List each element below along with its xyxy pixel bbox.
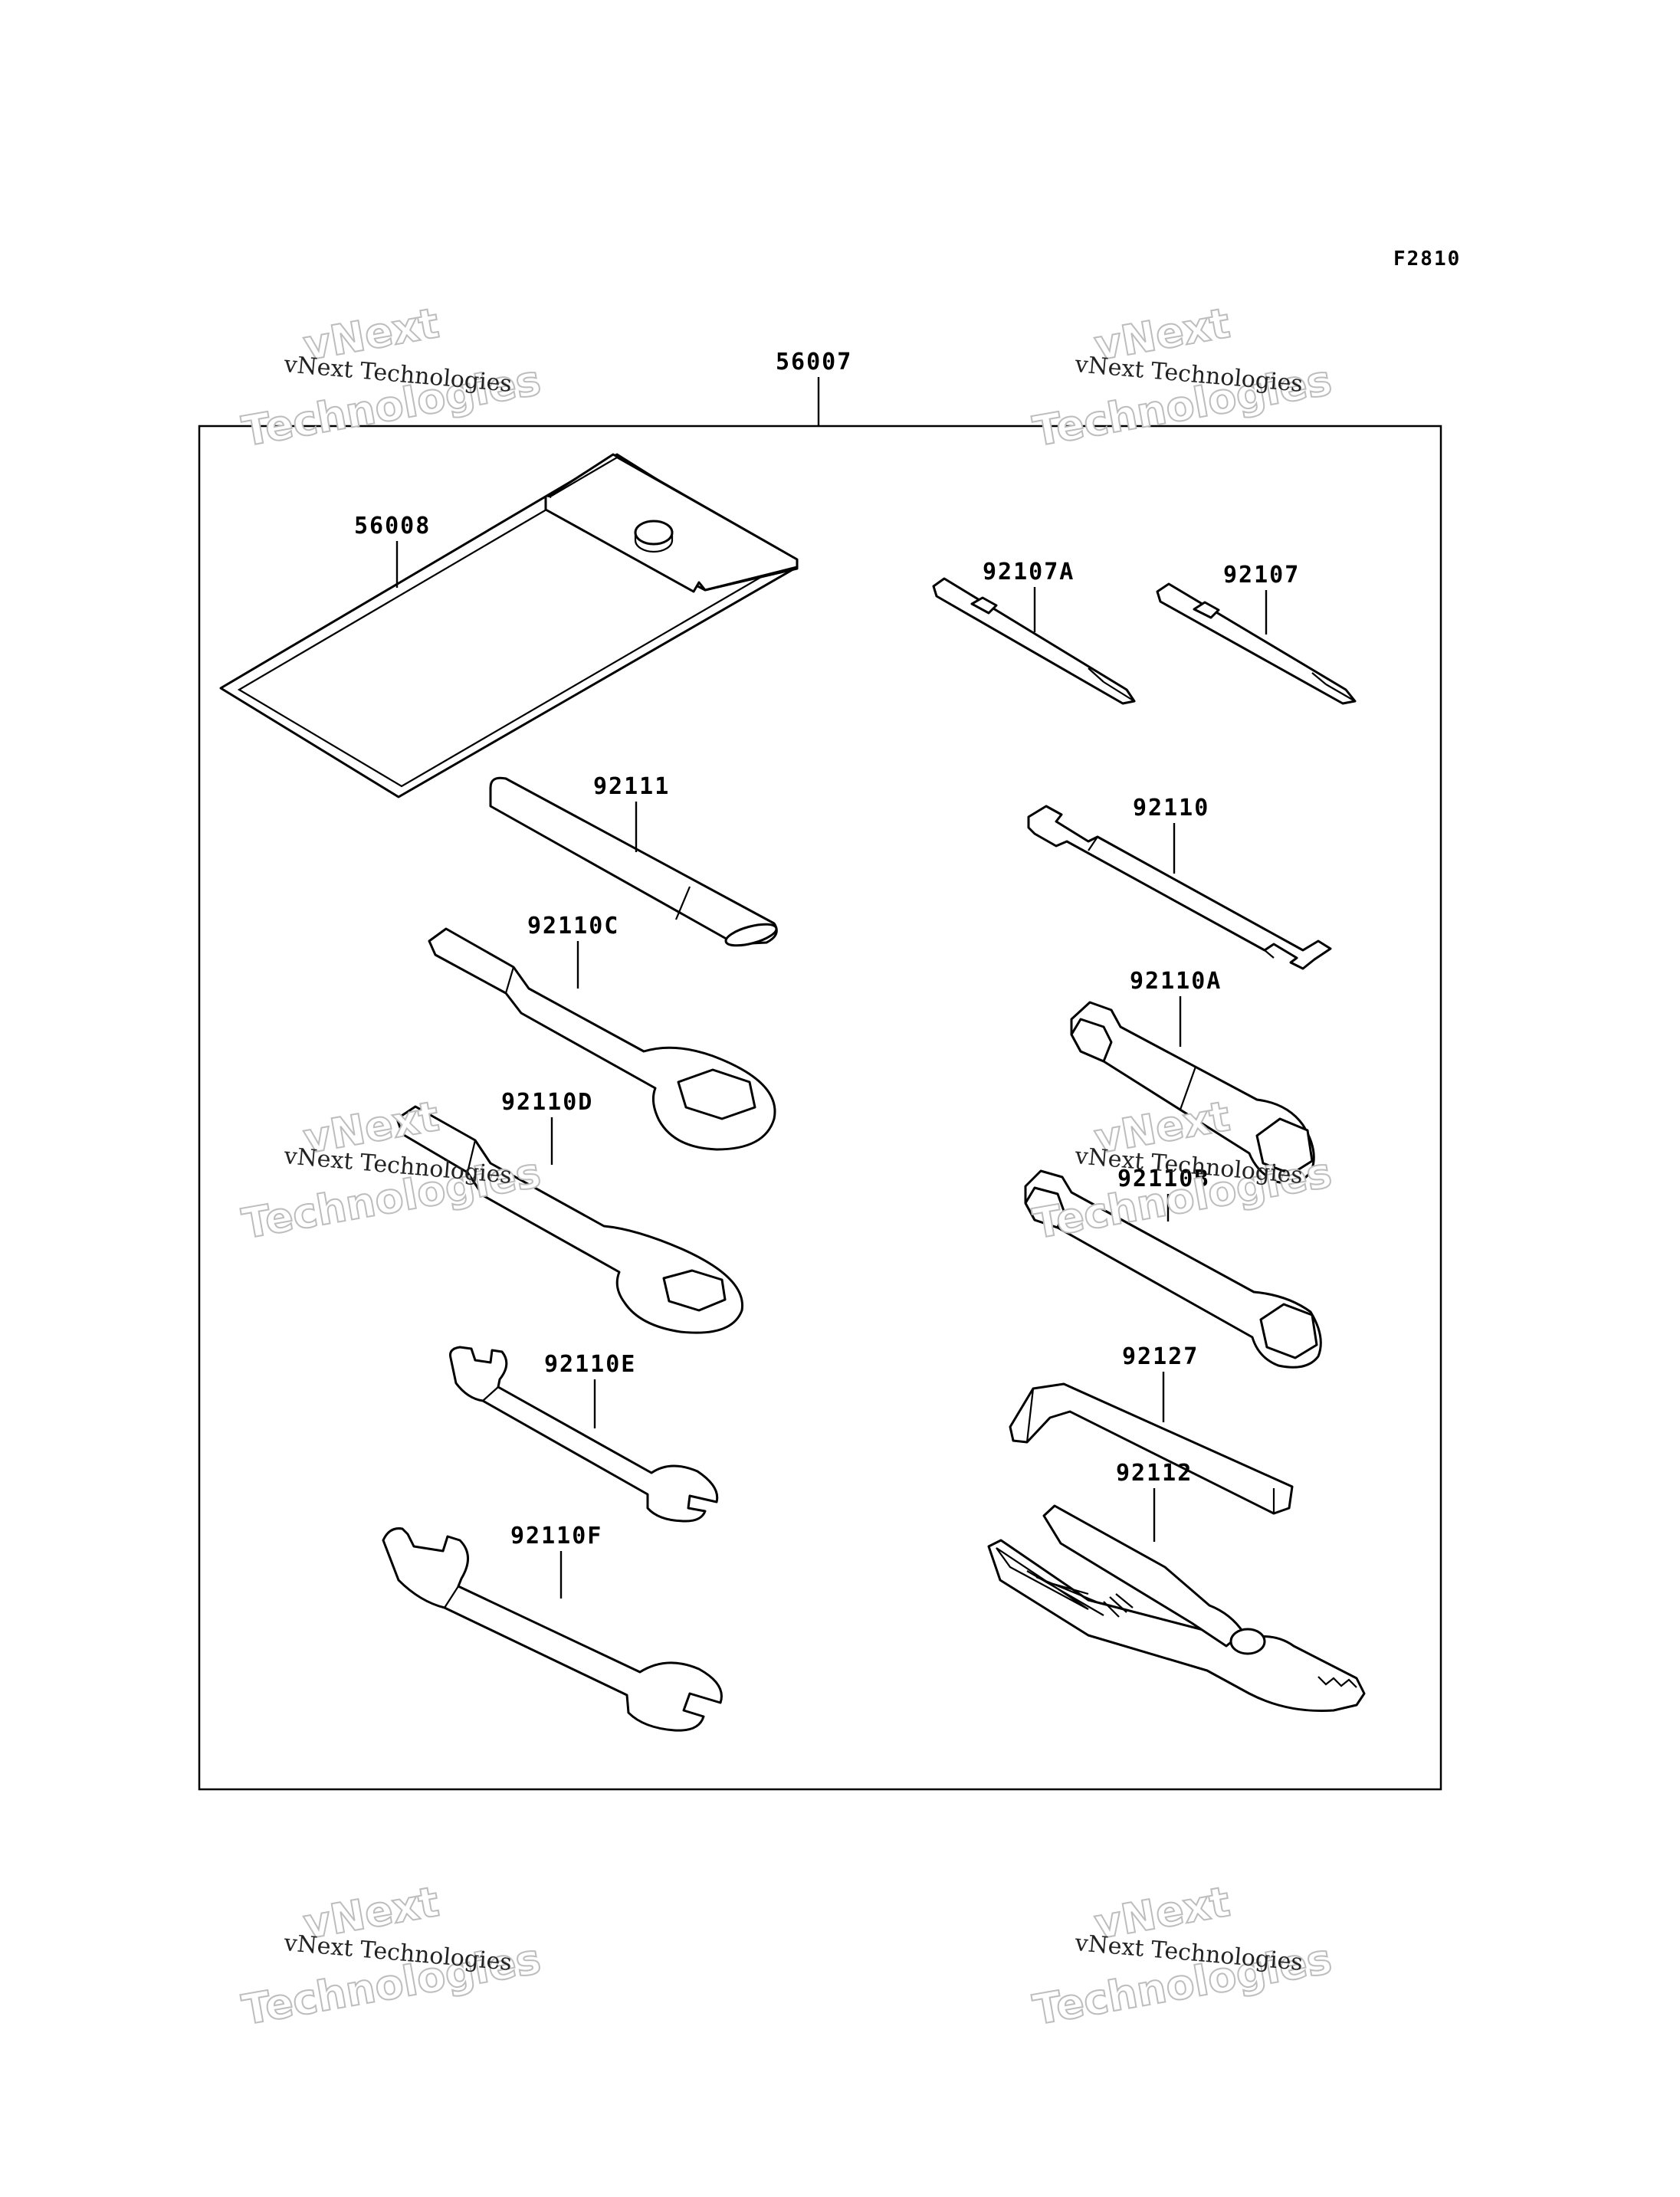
- screwdriver-92107-drawing: [1156, 582, 1357, 705]
- tool-pouch-drawing: [219, 453, 799, 798]
- hex-key-92127-drawing: [1009, 1382, 1294, 1515]
- kit-frame: [198, 425, 1442, 1791]
- box-wrench-92110d-drawing: [395, 1105, 744, 1334]
- screwdriver-92107a-drawing: [932, 577, 1136, 705]
- watermark-top-right: vNext Technologies vNext Technologies: [1029, 298, 1336, 457]
- label-92110f[interactable]: 92110F: [510, 1523, 602, 1549]
- spoke-wrench-92110-drawing: [1027, 805, 1332, 970]
- watermark-middle-left: vNext Technologies vNext Technologies: [238, 1091, 545, 1249]
- label-92127[interactable]: 92127: [1122, 1343, 1199, 1370]
- watermark-top-left: vNext Technologies vNext Technologies: [238, 298, 545, 457]
- label-92110[interactable]: 92110: [1133, 795, 1209, 821]
- plug-wrench-92110a-drawing: [1070, 1001, 1315, 1185]
- label-92107a[interactable]: 92107A: [983, 559, 1075, 585]
- label-92110d[interactable]: 92110D: [501, 1089, 593, 1116]
- label-92110a[interactable]: 92110A: [1130, 968, 1222, 995]
- box-wrench-92110c-drawing: [428, 927, 776, 1151]
- label-92110c[interactable]: 92110C: [527, 913, 619, 939]
- label-92112[interactable]: 92112: [1116, 1460, 1193, 1487]
- label-92111[interactable]: 92111: [593, 773, 670, 800]
- label-92110e[interactable]: 92110E: [544, 1351, 636, 1378]
- handle-bar-92111-drawing: [489, 776, 778, 947]
- open-wrench-92110f-drawing: [382, 1527, 723, 1732]
- label-92107[interactable]: 92107: [1223, 562, 1300, 589]
- watermark-middle-right: vNext Technologies vNext Technologies: [1029, 1091, 1336, 1249]
- label-92110b[interactable]: 92110B: [1117, 1166, 1209, 1192]
- watermark-bottom-right: vNext Technologies vNext Technologies: [1029, 1877, 1336, 2035]
- plug-wrench-92110b-drawing: [1024, 1169, 1322, 1369]
- label-56008[interactable]: 56008: [354, 513, 431, 539]
- open-wrench-92110e-drawing: [449, 1346, 719, 1523]
- watermark-bottom-left: vNext Technologies vNext Technologies: [238, 1877, 545, 2035]
- figure-ref: F2810: [1393, 248, 1461, 271]
- pliers-92112-drawing: [987, 1504, 1366, 1712]
- group-label[interactable]: 56007: [776, 349, 852, 375]
